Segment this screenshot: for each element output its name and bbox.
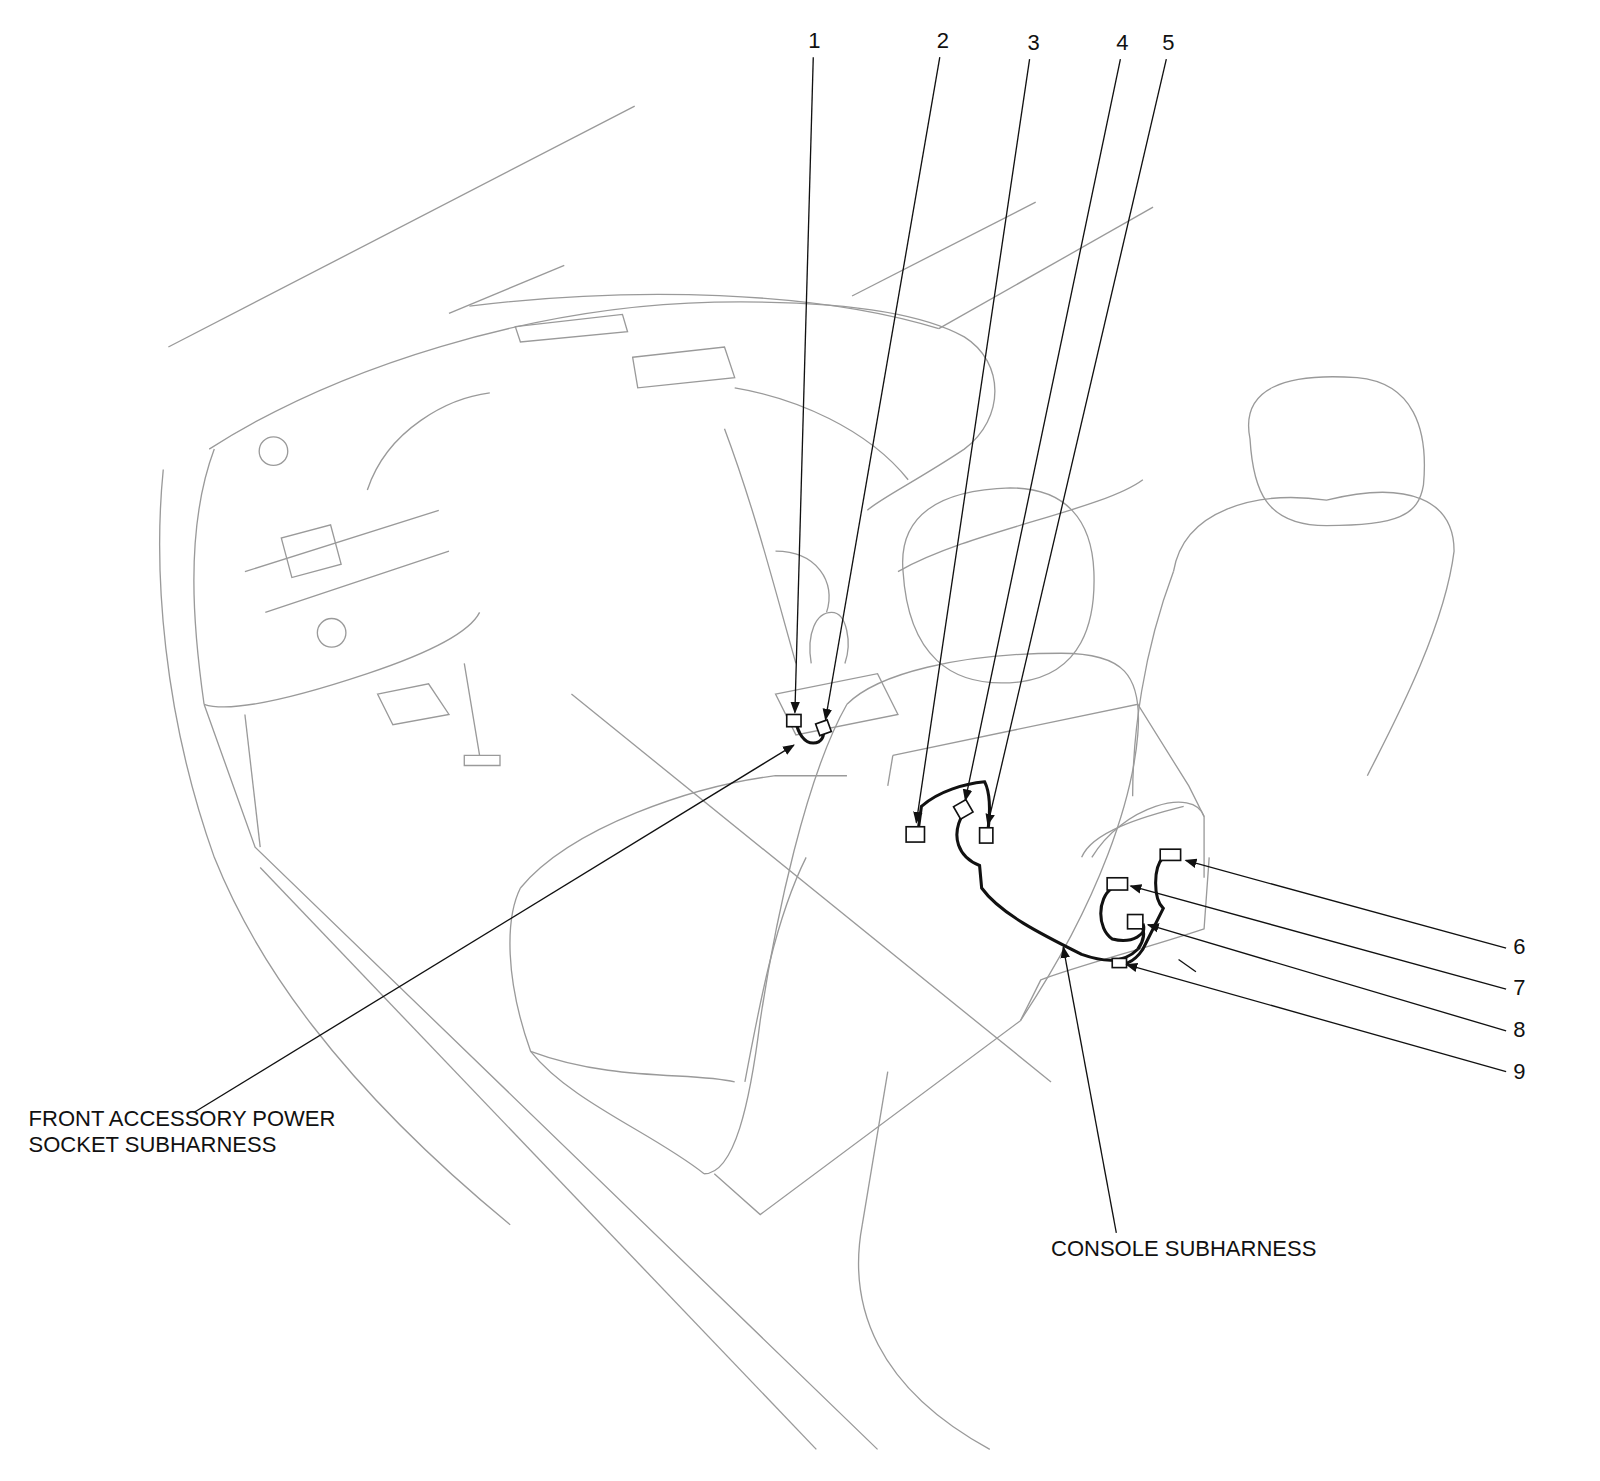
illustration-stroke [449,265,564,313]
illustration-stroke [1117,857,1163,964]
illustration-stroke [1160,849,1180,860]
illustration-stroke [816,720,832,736]
illustration-stroke [1186,860,1506,948]
callout-number: 9 [1513,1059,1525,1085]
illustration-stroke [1131,886,1507,989]
illustration-stroke [204,612,480,707]
illustration-stroke [260,868,816,1450]
illustration-stroke [367,393,489,490]
illustration-stroke [1063,947,1116,1233]
callout-number: 3 [1028,30,1040,56]
callout-number: 7 [1513,975,1525,1001]
illustration-stroke [259,437,288,466]
illustration-stroke [965,59,1120,800]
callout-number: 6 [1513,934,1525,960]
illustration-stroke [1127,965,1507,1072]
illustration-stroke [852,202,1036,296]
illustration-stroke [168,106,634,347]
illustration-stroke [988,59,1167,825]
illustration-stroke [704,704,847,1174]
illustration-stroke [826,57,940,719]
illustration-stroke [918,782,989,832]
illustration-stroke [735,388,908,480]
illustration-stroke [795,57,813,712]
illustration-stroke [245,510,449,612]
illustration-stroke [571,694,1051,1082]
illustration-stroke [1148,925,1506,1031]
callout-number: 8 [1513,1017,1525,1043]
illustration-stroke [954,800,974,820]
illustration-stroke [724,429,795,664]
illustration-stroke [633,347,735,388]
illustration-stroke [281,525,341,578]
illustration-stroke [317,619,346,648]
illustration-stroke [204,704,877,1449]
illustration-stroke [1092,802,1204,878]
illustration-stroke [859,1225,990,1450]
leader-lines [194,57,1506,1233]
illustration-stroke [194,449,214,704]
illustration-stroke [745,857,806,1082]
illustration-stroke [1133,572,1174,797]
illustration-stroke [515,314,627,342]
callout-number: 4 [1116,30,1128,56]
illustration-stroke [714,1021,1020,1215]
illustration-stroke [939,207,1153,328]
illustration-stroke [194,745,794,1112]
illustration-stroke [1128,915,1143,929]
illustration-stroke [862,1072,888,1225]
illustration-stroke [898,480,1143,572]
illustration-stroke [980,828,993,843]
illustration-stroke [888,755,893,786]
illustration-stroke [1179,959,1196,971]
illustration-stroke [1173,492,1454,775]
callout-number: 5 [1162,30,1174,56]
illustration-stroke [1249,377,1425,526]
connectors [787,714,1181,967]
illustration-stroke [776,551,830,612]
illustration-stroke [787,714,801,726]
illustration-stroke [906,827,924,842]
illustration-stroke [510,888,704,1174]
illustration-stroke [1112,958,1126,967]
illustration-stroke [245,714,260,847]
part-name: FRONT ACCESSORY POWER SOCKET SUBHARNESS [29,1106,419,1159]
callout-number: 2 [937,28,949,54]
callout-number: 1 [808,28,820,54]
illustration-stroke [520,776,847,888]
illustration-stroke [464,663,500,765]
illustration-stroke [1101,888,1144,940]
illustration-stroke [916,59,1029,822]
illustration-stroke [209,302,995,510]
illustration-stroke [378,684,449,725]
illustration-stroke [1107,878,1127,890]
harness-wires [796,722,1163,965]
illustration-stroke [531,1051,735,1082]
illustration-stroke [847,653,1139,1020]
illustration-stroke [893,704,1204,816]
part-name: CONSOLE SUBHARNESS [1051,1236,1316,1262]
